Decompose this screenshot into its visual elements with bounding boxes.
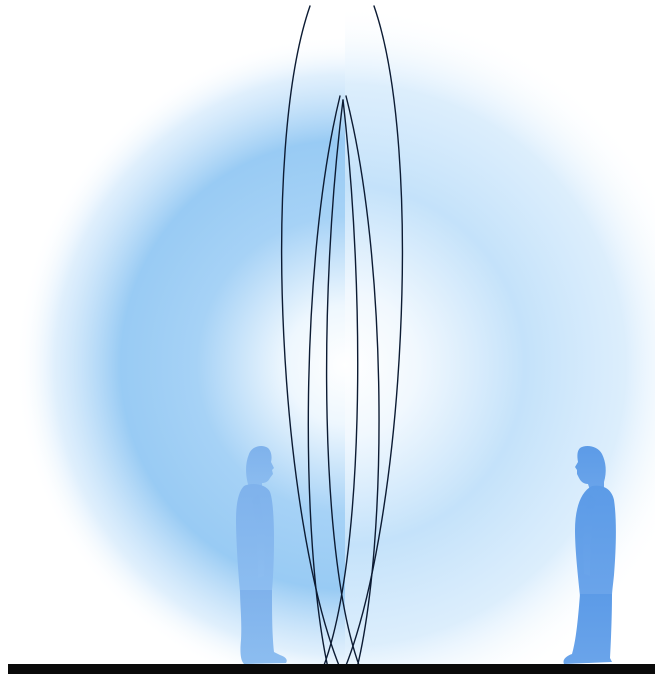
ground-line bbox=[8, 664, 655, 674]
